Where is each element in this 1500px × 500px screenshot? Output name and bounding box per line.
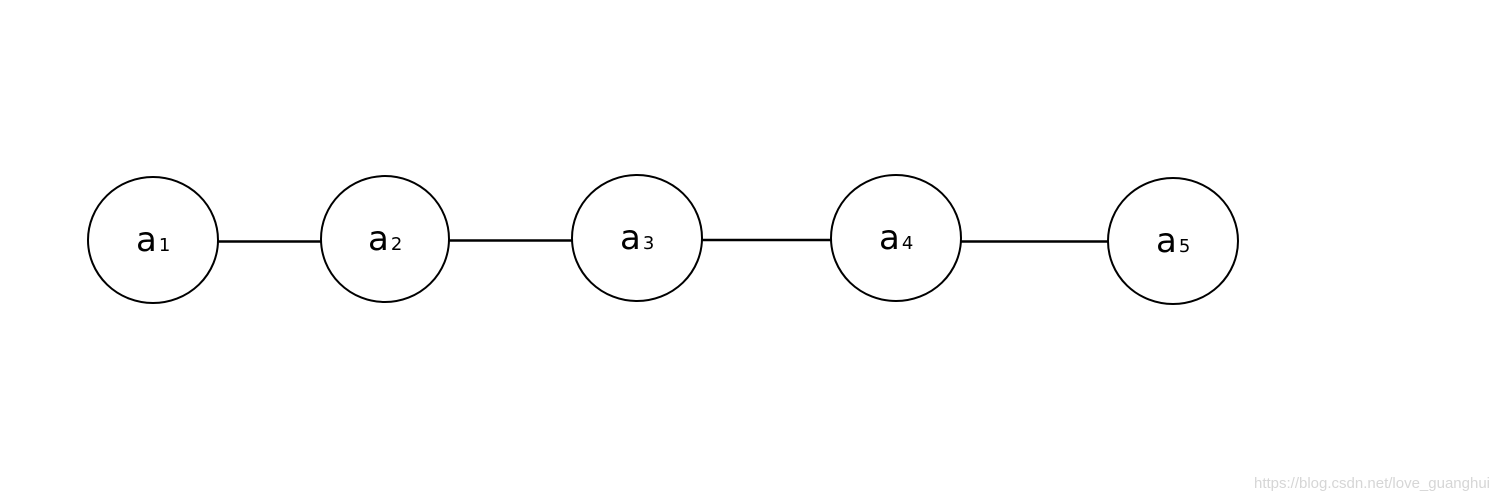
watermark-text: https://blog.csdn.net/love_guanghui	[1253, 475, 1490, 492]
node-label-subscript: 5	[1179, 236, 1190, 257]
node-label-subscript: 2	[391, 234, 402, 255]
node-circle	[87, 176, 219, 304]
node-circle	[571, 174, 703, 302]
node-label-subscript: 3	[643, 233, 654, 254]
node-circle	[1107, 177, 1239, 305]
node-circle	[320, 175, 450, 303]
node-label-subscript: 1	[159, 235, 170, 256]
edges-layer	[218, 238, 1108, 243]
node-circle	[830, 174, 962, 302]
node-label-subscript: 4	[902, 233, 913, 254]
